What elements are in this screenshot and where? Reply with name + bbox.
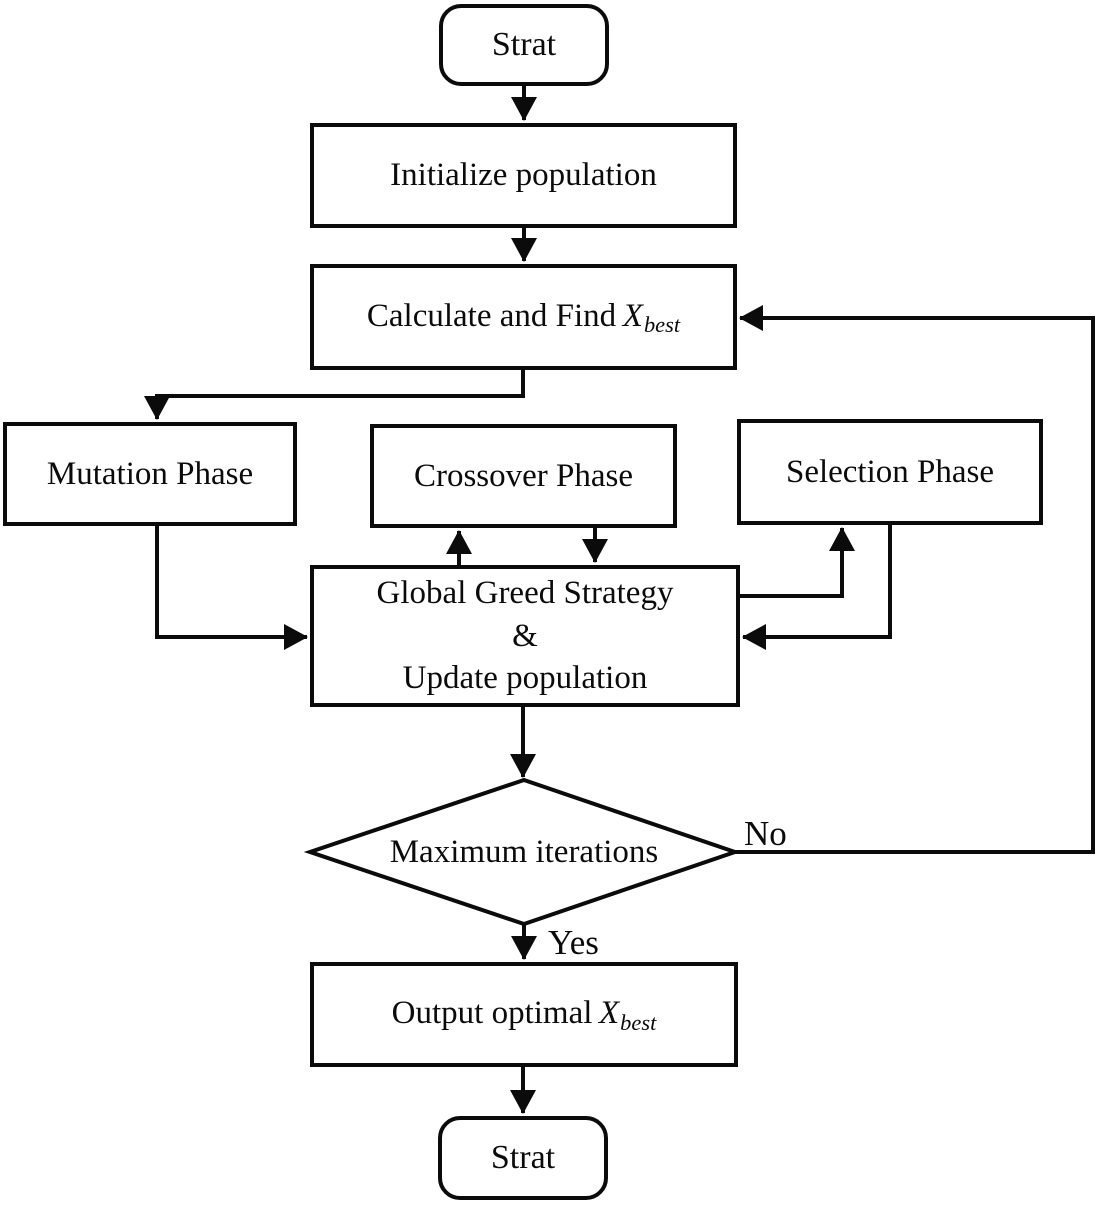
global-greed-lines: Global Greed Strategy & Update populatio…	[377, 572, 674, 701]
global-greed-line-2: &	[512, 617, 538, 654]
calculate-label-variable: X	[622, 297, 643, 334]
crossover-phase-box: Crossover Phase	[370, 424, 677, 528]
edge-calculate-to-mutation	[144, 370, 525, 420]
global-greed-line-3: Update population	[402, 660, 648, 697]
global-greed-strategy-box: Global Greed Strategy & Update populatio…	[310, 565, 740, 707]
output-label-prefix: Output optimal	[391, 995, 593, 1032]
output-label-subscript: best	[620, 1009, 657, 1035]
edge-global-to-selection	[740, 527, 855, 598]
edge-decision-no-loop	[735, 305, 1095, 854]
calculate-label-prefix: Calculate and Find	[366, 297, 617, 334]
edge-selection-to-global	[742, 525, 892, 650]
crossover-phase-label: Crossover Phase	[413, 457, 634, 494]
start-terminator: Strat	[439, 4, 609, 86]
no-edge-label: No	[744, 814, 787, 853]
selection-phase-label: Selection Phase	[785, 453, 995, 490]
selection-phase-box: Selection Phase	[737, 419, 1043, 525]
mutation-phase-label: Mutation Phase	[46, 455, 254, 492]
initialize-population-label: Initialize population	[390, 157, 657, 194]
decision-diamond-shape	[303, 777, 742, 927]
output-label-variable: X	[599, 995, 620, 1032]
calculate-label-subscript: best	[643, 312, 681, 338]
end-terminator: Strat	[438, 1116, 608, 1200]
start-terminator-label: Strat	[491, 25, 557, 63]
mutation-phase-box: Mutation Phase	[3, 422, 297, 526]
decision-diamond-label: Maximum iterations	[389, 834, 659, 870]
initialize-population-box: Initialize population	[310, 123, 737, 228]
edge-mutation-to-global	[155, 526, 308, 650]
end-terminator-label: Strat	[490, 1138, 556, 1176]
yes-edge-label: Yes	[548, 923, 599, 962]
global-greed-line-1: Global Greed Strategy	[376, 574, 674, 611]
